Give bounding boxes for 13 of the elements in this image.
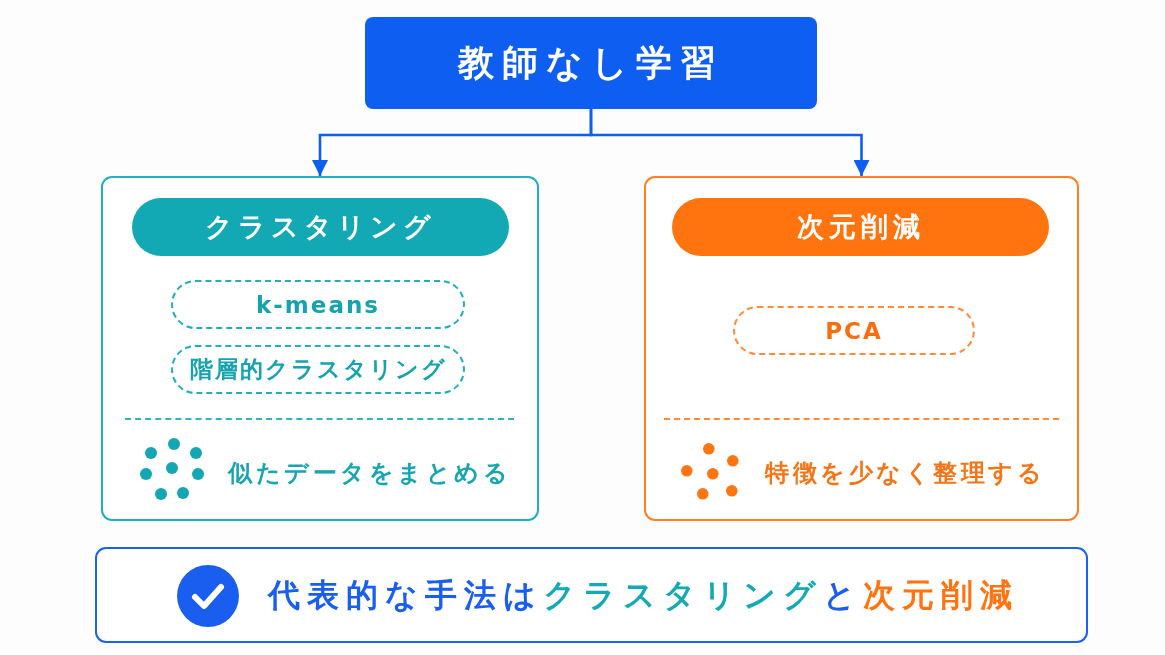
category-pill: 次元削減 [672, 198, 1049, 256]
category-panel [644, 176, 1079, 521]
method-pill: 階層的クラスタリング [171, 345, 465, 394]
method-pill: PCA [733, 306, 975, 355]
category-pill: クラスタリング [132, 198, 509, 256]
description-text: 特徴を少なく整理する [765, 458, 1045, 489]
topic-box: 教師なし学習 [365, 17, 817, 109]
category-panel [101, 176, 539, 521]
arrow [589, 109, 870, 176]
description-text: 似たデータをまとめる [228, 458, 511, 489]
method-pill: k-means [171, 280, 465, 329]
summary-banner [95, 547, 1088, 643]
summary-text: 代表的な手法はクラスタリングと次元削減 [268, 575, 1019, 616]
